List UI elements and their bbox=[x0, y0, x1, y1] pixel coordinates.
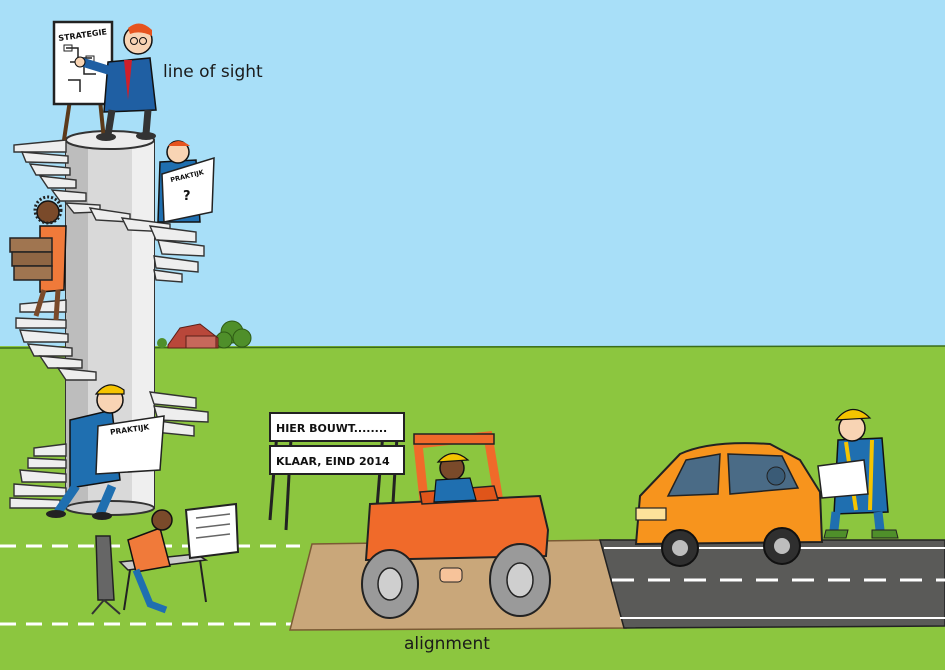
inspector-hard-hat-icon bbox=[834, 408, 872, 421]
orange-car bbox=[634, 442, 824, 567]
caption-alignment: alignment bbox=[404, 634, 490, 654]
clipboard-icon bbox=[817, 459, 869, 499]
caption-line-of-sight: line of sight bbox=[163, 62, 263, 82]
sign-klaar: KLAAR, EIND 2014 bbox=[276, 455, 390, 468]
box-carrier-figure bbox=[9, 195, 67, 321]
horizon-line bbox=[0, 345, 945, 349]
sign-hier-bouwt: HIER BOUWT........ bbox=[276, 422, 387, 435]
road-roller bbox=[361, 431, 551, 619]
construction-signs: HIER BOUWT........ KLAAR, EIND 2014 bbox=[268, 412, 405, 531]
sheet-question-mark: ? bbox=[183, 189, 191, 204]
presenter-figure bbox=[74, 23, 157, 141]
laptop-worker bbox=[91, 502, 240, 615]
inspector-figure bbox=[817, 408, 899, 539]
dashed-ground-lines bbox=[0, 544, 300, 626]
driver-hard-hat-icon bbox=[436, 452, 470, 463]
laptop-icon bbox=[184, 502, 240, 560]
sky bbox=[0, 0, 945, 350]
upper-reader-figure: PRAKTIJK ? bbox=[157, 140, 215, 223]
distant-farm bbox=[157, 320, 252, 349]
hard-hat-icon bbox=[94, 384, 125, 395]
lower-reader-worker: PRAKTIJK bbox=[46, 384, 165, 520]
